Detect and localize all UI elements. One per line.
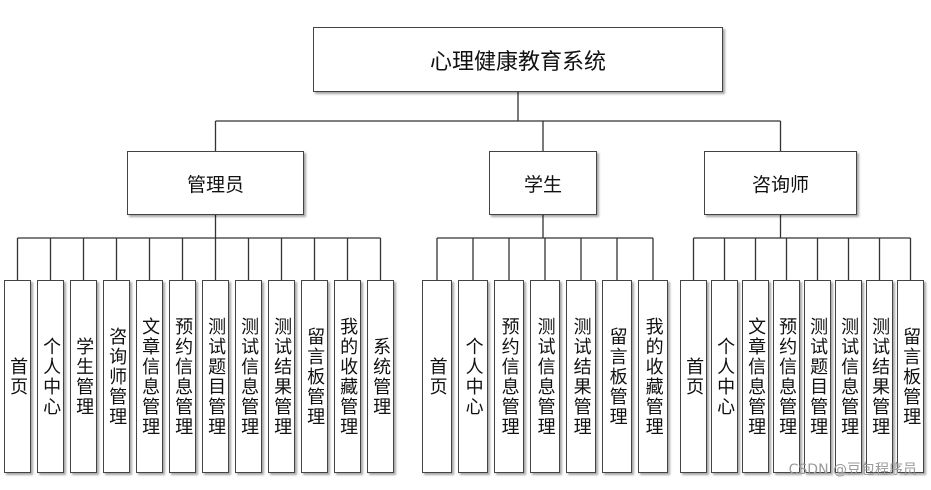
module-node: 预约信息管理: [773, 280, 800, 473]
module-label: 预约信息管理: [498, 316, 520, 437]
module-node: 测试题目管理: [804, 280, 831, 473]
module-node: 预约信息管理: [494, 280, 524, 473]
module-label: 首页: [7, 356, 29, 397]
module-label: 个人中心: [462, 336, 484, 417]
module-label: 留言板管理: [900, 326, 922, 427]
module-label: 个人中心: [40, 336, 62, 417]
module-node: 测试结果管理: [866, 280, 893, 473]
module-label: 测试信息管理: [838, 316, 860, 437]
module-label: 测试题目管理: [205, 316, 227, 437]
module-node: 测试信息管理: [530, 280, 560, 473]
module-node: 文章信息管理: [742, 280, 769, 473]
module-label: 我的收藏管理: [337, 316, 359, 437]
module-node: 留言板管理: [897, 280, 924, 473]
root-node: 心理健康教育系统: [313, 27, 723, 92]
module-node: 个人中心: [37, 280, 64, 473]
module-node: 文章信息管理: [136, 280, 163, 473]
module-label: 留言板管理: [304, 326, 326, 427]
module-label: 测试结果管理: [570, 316, 592, 437]
module-label: 留言板管理: [606, 326, 628, 427]
role-node-counselor: 咨询师: [704, 151, 857, 215]
module-node: 测试结果管理: [268, 280, 295, 473]
role-label-student: 学生: [523, 173, 562, 196]
module-label: 测试信息管理: [534, 316, 556, 437]
module-node: 留言板管理: [301, 280, 328, 473]
module-label: 测试题目管理: [807, 316, 829, 437]
module-node: 测试信息管理: [235, 280, 262, 473]
module-label: 测试信息管理: [238, 316, 260, 437]
module-node: 预约信息管理: [169, 280, 196, 473]
module-node: 测试信息管理: [835, 280, 862, 473]
watermark-text: CSDN @豆包程序员: [788, 462, 917, 478]
module-label: 文章信息管理: [745, 316, 767, 437]
module-node: 个人中心: [711, 280, 738, 473]
role-node-student: 学生: [489, 151, 597, 215]
module-label: 预约信息管理: [172, 316, 194, 437]
module-node: 首页: [422, 280, 452, 473]
module-node: 系统管理: [367, 280, 394, 473]
module-label: 测试结果管理: [271, 316, 293, 437]
role-label-counselor: 咨询师: [751, 173, 809, 196]
module-label: 系统管理: [370, 336, 392, 417]
module-node: 测试题目管理: [202, 280, 229, 473]
module-label: 首页: [683, 356, 705, 397]
module-node: 首页: [680, 280, 707, 473]
module-node: 咨询师管理: [103, 280, 130, 473]
module-label: 学生管理: [73, 336, 95, 417]
module-node: 学生管理: [70, 280, 97, 473]
module-node: 首页: [4, 280, 31, 473]
module-label: 个人中心: [714, 336, 736, 417]
module-node: 测试结果管理: [566, 280, 596, 473]
module-node: 我的收藏管理: [334, 280, 361, 473]
module-node: 我的收藏管理: [638, 280, 668, 473]
role-label-admin: 管理员: [186, 173, 244, 196]
root-label: 心理健康教育系统: [429, 49, 606, 75]
module-label: 预约信息管理: [776, 316, 798, 437]
role-node-admin: 管理员: [127, 151, 304, 215]
module-node: 个人中心: [458, 280, 488, 473]
module-label: 测试结果管理: [869, 316, 891, 437]
module-label: 咨询师管理: [106, 326, 128, 427]
module-label: 文章信息管理: [139, 316, 161, 437]
module-node: 留言板管理: [602, 280, 632, 473]
module-label: 我的收藏管理: [642, 316, 664, 437]
module-label: 首页: [426, 356, 448, 397]
